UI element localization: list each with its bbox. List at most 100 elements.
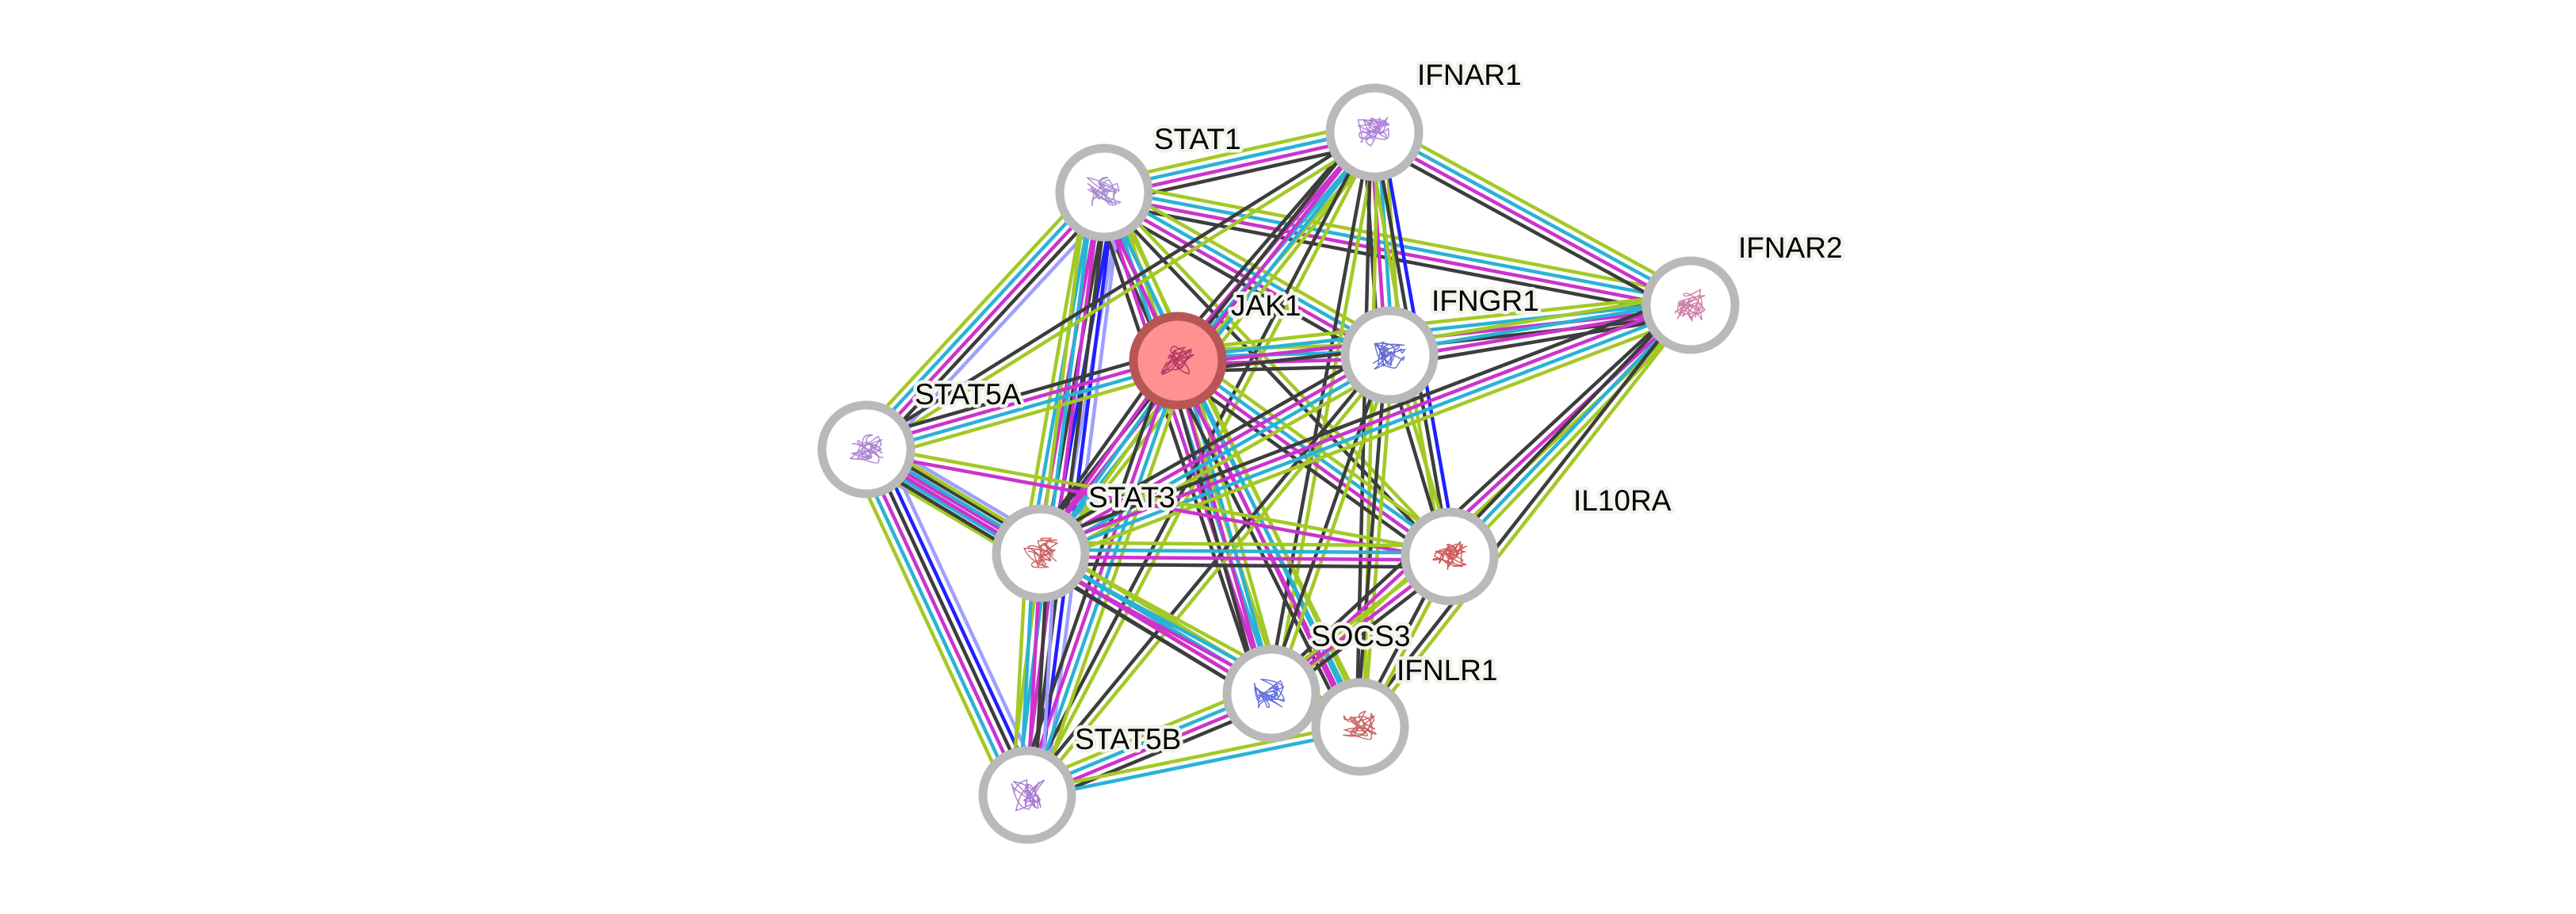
edge-line-database xyxy=(1448,304,1692,558)
node-ifngr1[interactable] xyxy=(1340,306,1439,404)
edge-line-coexpression xyxy=(1022,129,1374,794)
edge-ifngr1-stat3[interactable] xyxy=(1034,344,1396,564)
edge-jak1-stat5a[interactable] xyxy=(862,348,1182,462)
edge-line-experimental xyxy=(1371,133,1690,310)
node-stat5b[interactable] xyxy=(978,746,1076,844)
edge-line-fusion xyxy=(874,444,1039,792)
edge-ifngr1-socs3[interactable] xyxy=(1266,353,1395,696)
edge-ifnar2-ifnlr1[interactable] xyxy=(1355,301,1695,731)
edge-stat3-il10ra[interactable] xyxy=(1040,541,1450,569)
edge-ifnar2-stat3[interactable] xyxy=(1036,293,1695,565)
edge-line-textmining xyxy=(1186,357,1284,691)
edge-line-textmining xyxy=(1035,363,1190,800)
edge-line-textmining xyxy=(1026,721,1360,794)
edge-stat5b-ifnlr1[interactable] xyxy=(1026,721,1362,801)
edge-line-experimental xyxy=(1038,300,1691,552)
node-ifnlr1[interactable] xyxy=(1311,678,1409,776)
edges-layer xyxy=(848,120,1698,807)
edge-line-textmining xyxy=(867,133,1378,454)
edge-line-coexpression xyxy=(1266,353,1388,694)
edge-ifnar1-ifnar2[interactable] xyxy=(1368,121,1697,316)
edge-line-textmining xyxy=(1105,189,1454,556)
edge-line-database xyxy=(1041,307,1693,559)
edge-line-database xyxy=(1179,356,1453,556)
edge-line-textmining xyxy=(848,456,1013,804)
edge-line-textmining xyxy=(1176,293,1690,352)
edge-line-coexpression xyxy=(869,196,1111,456)
edge-line-textmining xyxy=(1007,189,1088,794)
protein-structure-icon xyxy=(1675,288,1706,323)
node-socs3[interactable] xyxy=(1222,644,1320,743)
edge-line-textmining xyxy=(1044,313,1695,565)
edge-line-database xyxy=(1388,300,1691,354)
node-circle[interactable] xyxy=(1222,644,1320,743)
edge-line-textmining xyxy=(854,182,1095,442)
node-stat5a[interactable] xyxy=(817,400,915,499)
node-label-stat3: STAT3 xyxy=(1088,481,1175,514)
protein-structure-icon xyxy=(849,434,884,464)
node-stat1[interactable] xyxy=(1055,143,1153,242)
edge-stat5a-il10ra[interactable] xyxy=(865,444,1451,562)
edge-line-experimental xyxy=(865,355,1178,448)
labels-layer: JAK1 STAT1 IFNAR1 IFNAR2 IFNGR1 STAT5A S… xyxy=(912,55,1847,759)
protein-structure-icon xyxy=(1160,345,1194,376)
edge-line-database xyxy=(1375,128,1694,304)
edge-jak1-socs3[interactable] xyxy=(1165,357,1284,698)
node-ifnar2[interactable] xyxy=(1642,256,1740,354)
edge-line-experimental xyxy=(865,191,1106,451)
edge-line-coexpression xyxy=(1165,363,1263,698)
edge-line-coexpression xyxy=(1355,354,1388,727)
edge-line-coexpression xyxy=(1034,344,1385,546)
node-label-ifnar2: IFNAR2 xyxy=(1738,231,1843,264)
edge-line-coexpression xyxy=(1355,301,1690,726)
edge-line-experimental xyxy=(1172,361,1270,695)
node-ifnar1[interactable] xyxy=(1325,83,1424,182)
edge-line-database xyxy=(1041,356,1393,558)
node-label-ifngr1: IFNGR1 xyxy=(1431,285,1539,317)
node-label-stat5a: STAT5A xyxy=(915,378,1022,411)
protein-structure-icon xyxy=(1372,341,1406,370)
edge-ifngr1-ifnar2[interactable] xyxy=(1387,293,1693,368)
edge-ifnar1-stat5a[interactable] xyxy=(863,128,1378,454)
edge-ifnar2-il10ra[interactable] xyxy=(1443,299,1698,563)
edge-line-experimental xyxy=(1022,192,1103,795)
node-label-stat1: STAT1 xyxy=(1154,123,1241,155)
edge-line-database xyxy=(1104,187,1692,304)
node-label-jak1: JAK1 xyxy=(1231,289,1301,322)
edge-stat1-stat5a[interactable] xyxy=(854,182,1116,461)
protein-structure-icon xyxy=(1254,679,1286,709)
edge-line-coexpression xyxy=(863,128,1374,449)
node-stat3[interactable] xyxy=(992,504,1090,602)
edge-line-experimental xyxy=(1040,555,1450,562)
edge-line-coexpression xyxy=(1368,140,1687,316)
edge-line-coexpression xyxy=(1040,562,1450,569)
edge-line-coexpression xyxy=(1022,351,1389,794)
edge-line-textmining xyxy=(1186,354,1372,723)
edge-line-textmining xyxy=(1387,293,1690,346)
edge-line-database xyxy=(1041,548,1450,555)
nodes-layer xyxy=(817,83,1740,844)
edge-line-coexpression xyxy=(868,447,1033,795)
edge-line-database xyxy=(1027,729,1362,801)
edge-line-textmining xyxy=(866,444,1451,555)
edge-line-database xyxy=(1179,359,1277,694)
edge-line-experimental xyxy=(1389,307,1692,361)
edge-line-experimental xyxy=(1099,193,1270,696)
edge-line-database xyxy=(1179,358,1366,726)
edge-jak1-ifnlr1[interactable] xyxy=(1166,354,1372,733)
edge-line-textmining xyxy=(1361,306,1695,731)
edge-line-coexpression xyxy=(862,348,1175,442)
edge-line-textmining xyxy=(1378,121,1697,298)
edge-line-coexpression xyxy=(1390,314,1693,368)
node-jak1[interactable] xyxy=(1129,312,1227,410)
node-label-il10ra: IL10RA xyxy=(1573,484,1672,517)
node-il10ra[interactable] xyxy=(1401,507,1499,606)
node-label-ifnlr1: IFNLR1 xyxy=(1397,654,1497,686)
node-label-stat5b: STAT5B xyxy=(1075,723,1181,755)
edge-line-textmining xyxy=(1021,189,1089,551)
edge-line-coexpression xyxy=(1170,368,1445,567)
edge-line-database xyxy=(866,362,1179,455)
edge-line-experimental xyxy=(865,451,1450,562)
edge-line-experimental xyxy=(1038,350,1389,553)
